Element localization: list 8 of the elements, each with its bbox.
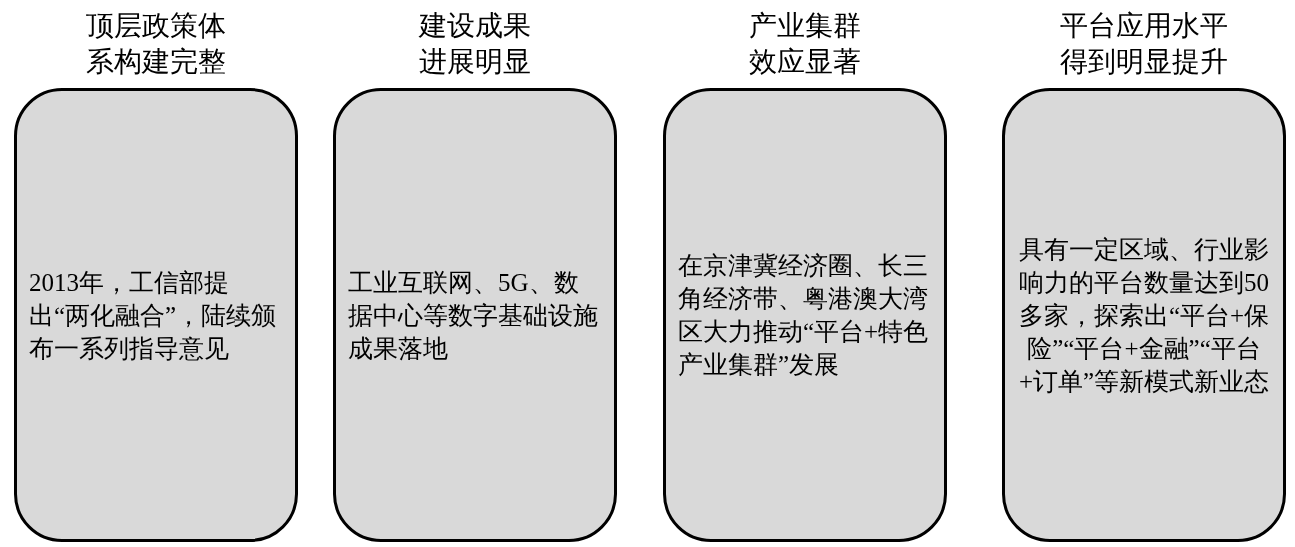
card-heading: 建设成果进展明显 — [417, 9, 532, 79]
card-text: 工业互联网、5G、数据中心等数字基础设施成果落地 — [348, 267, 599, 364]
card-heading: 平台应用水平得到明显提升 — [1059, 9, 1229, 79]
card-text: 2013年，工信部提出“两化融合”，陆续颁布一系列指导意见 — [29, 267, 278, 364]
card-heading: 顶层政策体系构建完整 — [85, 9, 227, 79]
card-heading: 产业集群效应显著 — [748, 9, 862, 79]
card-text: 在京津冀经济圈、长三角经济带、粤港澳大湾区大力推动“平台+特色产业集群”发展 — [678, 251, 930, 380]
card-text: 具有一定区域、行业影响力的平台数量达到50多家，探索出“平台+保险”“平台+金融”“平台+订单”等新模式新业态 — [1017, 234, 1271, 397]
